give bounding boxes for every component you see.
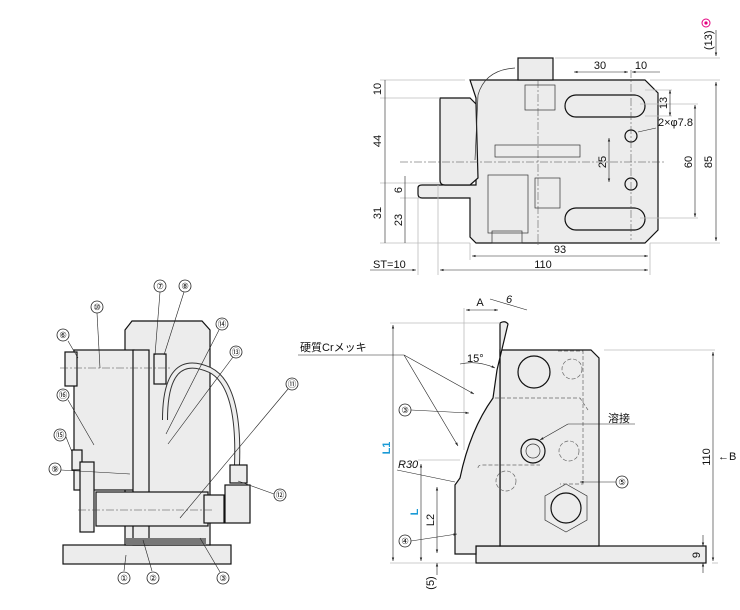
top-view: 85 (13) 60 13 2×φ7.8 25 30 10 10 44 31 6… (370, 18, 720, 275)
stroke-label: ST=10 (373, 259, 406, 271)
svg-text:③: ③ (401, 405, 409, 415)
nut (153, 353, 167, 385)
adjust-screw (491, 230, 523, 244)
svg-text:⑭: ⑭ (218, 319, 227, 329)
connector-body (224, 484, 251, 524)
dim-31: 31 (372, 207, 384, 219)
dim-13: 13 (658, 97, 670, 109)
dim-5: (5) (425, 576, 437, 589)
weld-label: 溶接 (608, 411, 630, 425)
svg-text:⑬: ⑬ (232, 347, 241, 357)
hole-spec: 2×φ7.8 (658, 117, 693, 129)
dim-110: 110 (534, 259, 552, 271)
dim-A: A (476, 297, 484, 309)
sensor-block (534, 177, 561, 209)
weld-bolt (520, 438, 546, 464)
dim-L2: L2 (425, 514, 437, 526)
svg-text:⑮: ⑮ (56, 430, 65, 440)
side-view: 110 ←B 9 L1 L L2 (5) R30 A 6 15° 硬質Crメッキ… (298, 294, 736, 590)
clamp-body-top (439, 97, 479, 186)
cylinder-top (487, 174, 529, 234)
rail-top (494, 144, 581, 158)
slot-lower (564, 207, 646, 231)
dim-85: 85 (703, 156, 715, 168)
svg-text:⑨: ⑨ (51, 464, 59, 474)
front-section-view: ① ② ③ ⑥ ⑦ ⑧ ⑨ ⑩ ⑪ ⑫ ⑬ ⑭ ⑮ ⑯ (48, 279, 299, 585)
callout-6: ⑥ (56, 328, 79, 359)
svg-text:⑧: ⑧ (181, 281, 189, 291)
dim-R30: R30 (398, 459, 419, 471)
hex-bolt-top (517, 355, 551, 389)
weld-hatch (126, 538, 206, 545)
svg-text:⑫: ⑫ (276, 490, 285, 500)
connector-knurl (524, 84, 556, 111)
dim-110-height: 110 (701, 448, 713, 466)
body-side (499, 349, 600, 547)
connector-nut (203, 494, 225, 524)
svg-text:①: ① (120, 573, 128, 583)
dim-25: 25 (597, 156, 609, 168)
svg-text:⑤: ⑤ (618, 477, 626, 487)
dim-L: L (409, 508, 421, 515)
callout-16: ⑯ (56, 388, 95, 446)
callout-side-3: ③ (398, 403, 470, 417)
critical-mark-icon (701, 18, 711, 28)
svg-text:⑪: ⑪ (288, 379, 297, 389)
dim-6: 6 (393, 187, 405, 193)
callout-13: ⑬ (167, 345, 243, 445)
dim-L1: L1 (381, 442, 393, 455)
hex-nut (544, 483, 588, 533)
dim-93: 93 (554, 244, 566, 256)
callout-11: ⑪ (179, 377, 299, 519)
cylinder (95, 491, 209, 527)
callout-9: ⑨ (48, 462, 131, 476)
callout-15: ⑮ (53, 428, 73, 453)
callout-12: ⑫ (237, 480, 287, 502)
dim-9: 9 (691, 552, 703, 558)
callout-8: ⑧ (163, 279, 192, 356)
callout-side-5: ⑤ (580, 475, 629, 489)
callout-14: ⑭ (165, 317, 229, 435)
dim-44: 44 (372, 135, 384, 147)
svg-text:②: ② (149, 573, 157, 583)
clamp-lever (454, 321, 509, 555)
dim-6-side: 6 (506, 294, 513, 306)
angle-15: 15° (467, 353, 484, 365)
coating-label: 硬質Crメッキ (300, 340, 367, 354)
dim-60: 60 (683, 156, 695, 168)
svg-text:⑥: ⑥ (59, 330, 67, 340)
cable-top (474, 67, 516, 161)
svg-text:③: ③ (219, 573, 227, 583)
callout-2: ② (142, 539, 160, 585)
lower-arm (79, 461, 95, 533)
connector-head (517, 57, 554, 81)
view-b-arrow: ←B (718, 451, 736, 463)
callout-side-4: ④ (398, 533, 458, 548)
dim-13-paren: (13) (703, 30, 715, 50)
svg-text:⑦: ⑦ (156, 281, 164, 291)
callout-3: ③ (199, 537, 230, 585)
callout-10: ⑩ (90, 300, 104, 369)
svg-text:⑩: ⑩ (93, 302, 101, 312)
callout-7: ⑦ (153, 279, 167, 356)
side-pad (64, 351, 78, 387)
connector-plug (229, 464, 248, 484)
dim-23: 23 (393, 214, 405, 226)
svg-text:⑯: ⑯ (59, 390, 68, 400)
pin-head (71, 449, 83, 471)
dim-10-top: 10 (635, 60, 647, 72)
adjust-bolt (550, 492, 582, 524)
base-plate-side (475, 545, 707, 564)
slot-upper (564, 94, 646, 118)
callout-1: ① (117, 554, 131, 585)
dim-10-left: 10 (372, 83, 384, 95)
svg-text:④: ④ (401, 536, 409, 546)
dim-30: 30 (594, 60, 606, 72)
